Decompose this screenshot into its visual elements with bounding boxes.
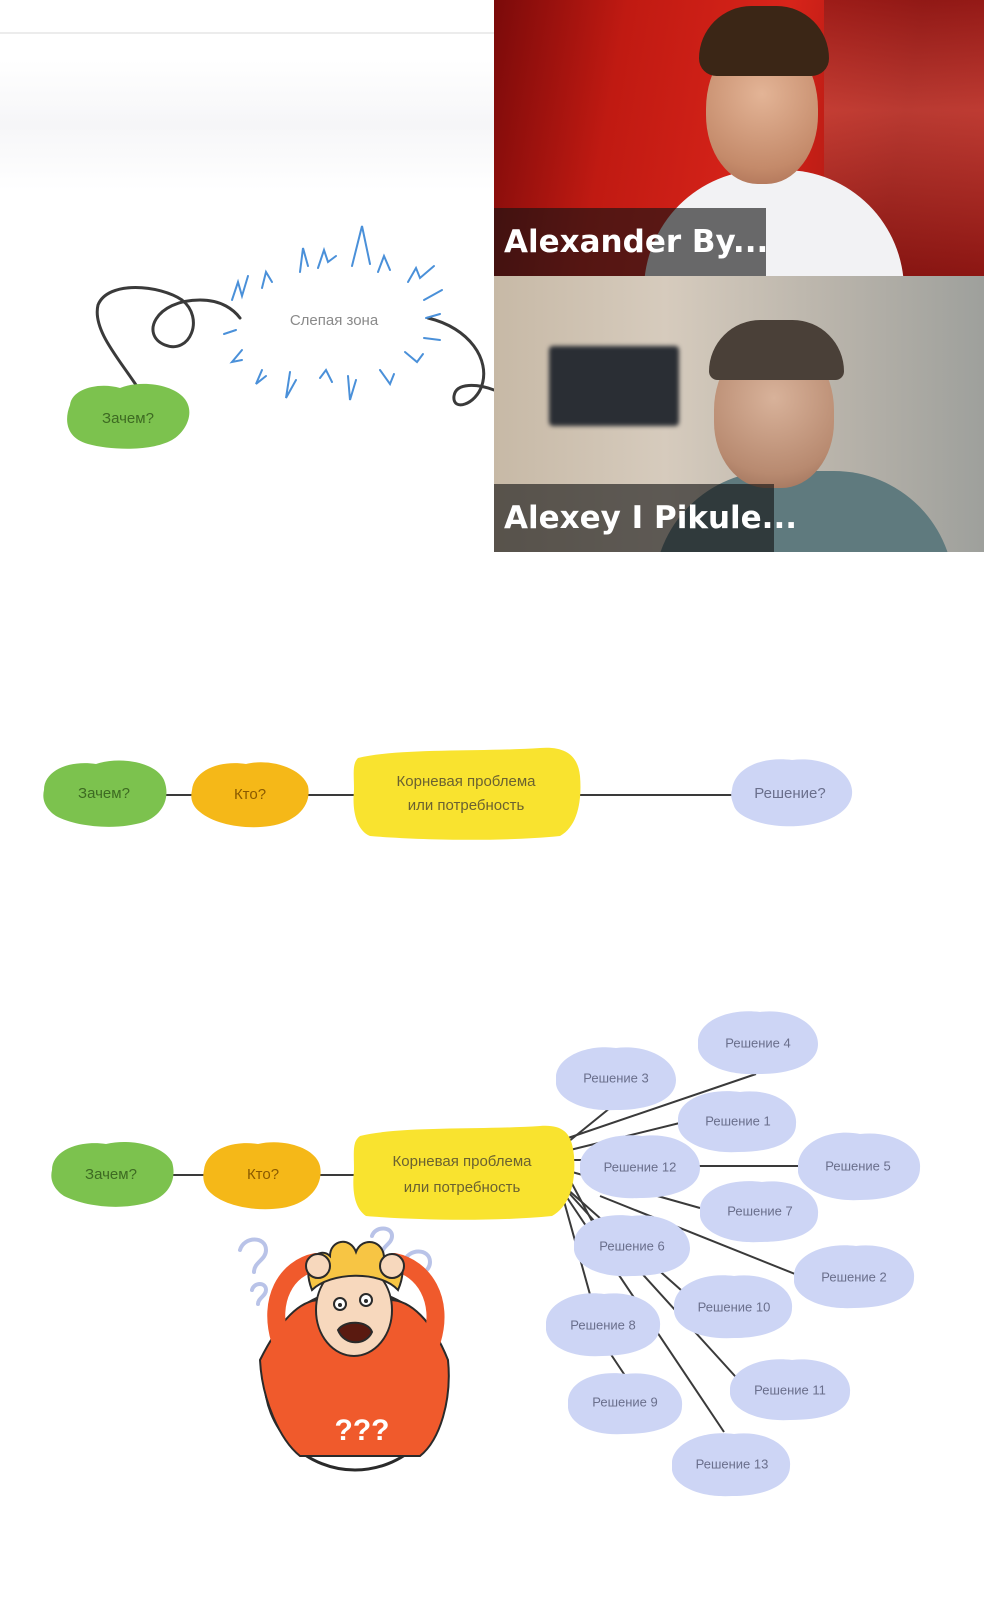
who-blob-3 — [203, 1142, 321, 1210]
slide-header-band — [0, 60, 500, 190]
shirt-text: ??? — [335, 1414, 390, 1447]
solution-label-2: Решение 2 — [821, 1269, 887, 1284]
participant-name-tag-2: Alexey I Pikule... — [494, 484, 797, 552]
root-problem-line2-2: или потребность — [408, 797, 525, 814]
solution-cloud-11: Решение 11 — [730, 1359, 851, 1421]
participant-hair-1 — [699, 6, 829, 76]
solution-cloud-5: Решение 5 — [798, 1132, 921, 1201]
solution-label-12: Решение 12 — [604, 1159, 677, 1174]
root-problem-blob-3 — [353, 1125, 575, 1220]
participant-video-tile-1[interactable]: Alexander By... — [494, 0, 984, 276]
confused-character-illustration: ??? — [238, 1226, 450, 1472]
solution-label-7: Решение 7 — [727, 1203, 793, 1218]
solution-label-8: Решение 8 — [570, 1317, 636, 1332]
why-blob-2 — [43, 760, 167, 827]
solution-cloud-9: Решение 9 — [568, 1373, 683, 1435]
blind-zone-label: Слепая зона — [290, 312, 379, 329]
why-label-3: Зачем? — [85, 1166, 137, 1183]
solution-blob-2 — [731, 759, 853, 827]
solution-cloud-8: Решение 8 — [546, 1293, 661, 1357]
who-label-2: Кто? — [234, 786, 266, 803]
solution-cloud-7: Решение 7 — [700, 1181, 819, 1243]
participant-hair-2 — [709, 320, 844, 380]
why-label-2: Зачем? — [78, 785, 130, 802]
blind-zone-burst — [223, 225, 443, 401]
solution-label-5: Решение 5 — [825, 1158, 891, 1173]
root-problem-line1-2: Корневая проблема — [397, 773, 537, 790]
problem-chain-diagram: Зачем? Кто? Корневая проблема или потреб… — [43, 747, 853, 840]
solution-cloud-2: Решение 2 — [794, 1245, 915, 1309]
root-problem-line2-3: или потребность — [404, 1179, 521, 1196]
solution-label-10: Решение 10 — [698, 1299, 771, 1314]
why-blob-3 — [51, 1142, 174, 1207]
solution-label-13: Решение 13 — [696, 1456, 769, 1471]
solution-cloud-1: Решение 1 — [678, 1091, 797, 1153]
solution-cloud-3: Решение 3 — [556, 1047, 676, 1111]
solution-cloud-6: Решение 6 — [574, 1215, 690, 1277]
solution-label-2: Решение? — [754, 785, 825, 802]
solution-label-9: Решение 9 — [592, 1394, 658, 1409]
solution-cloud-4: Решение 4 — [698, 1011, 818, 1075]
solution-cloud-13: Решение 13 — [672, 1433, 791, 1497]
root-problem-line1-3: Корневая проблема — [393, 1153, 533, 1170]
why-blob-1 — [67, 383, 190, 449]
participant-video-tile-2[interactable]: Alexey I Pikule... — [494, 276, 984, 552]
solution-label-6: Решение 6 — [599, 1238, 665, 1253]
who-blob-2 — [191, 762, 309, 828]
blind-zone-diagram: Слепая зона Зачем? — [67, 225, 496, 449]
solution-cloud-10: Решение 10 — [674, 1275, 793, 1339]
participant-name-tag-1: Alexander By... — [494, 208, 768, 276]
squiggle-line-right — [426, 316, 496, 407]
slide-top-divider — [0, 32, 500, 34]
video-background-tv — [549, 346, 679, 426]
solution-cloud-12: Решение 12 — [580, 1135, 700, 1199]
solution-label-3: Решение 3 — [583, 1070, 649, 1085]
solution-label-1: Решение 1 — [705, 1113, 771, 1128]
squiggle-line-left — [95, 286, 242, 390]
solution-explosion-diagram: Зачем? Кто? Корневая проблема или потреб… — [51, 1011, 921, 1497]
solution-label-11: Решение 11 — [754, 1382, 826, 1397]
solution-label-4: Решение 4 — [725, 1035, 791, 1050]
who-label-3: Кто? — [247, 1166, 279, 1183]
why-label-1: Зачем? — [102, 410, 154, 427]
root-problem-blob-2 — [353, 747, 581, 840]
